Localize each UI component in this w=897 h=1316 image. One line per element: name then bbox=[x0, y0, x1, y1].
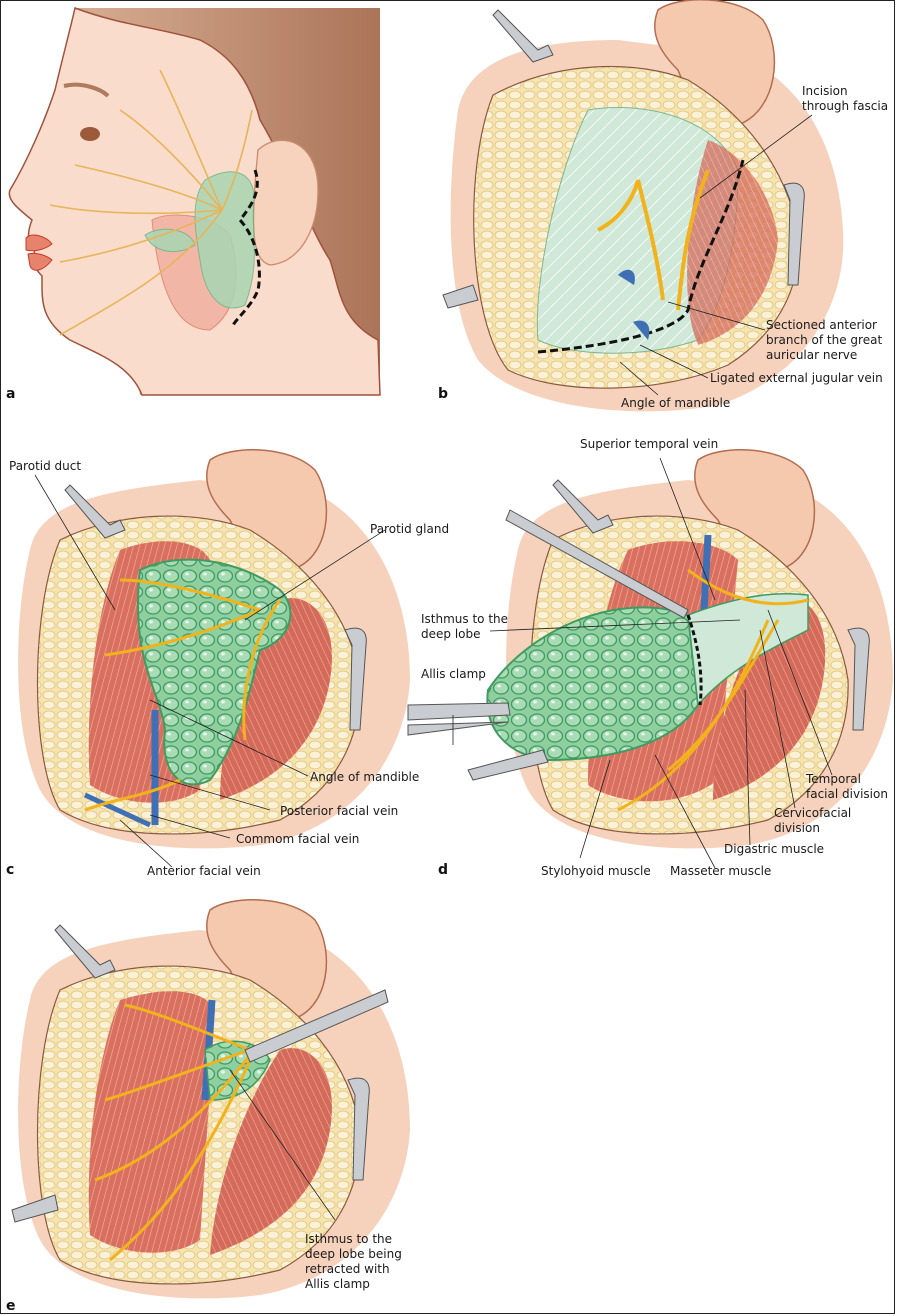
retractor-left-b bbox=[442, 284, 479, 309]
lips bbox=[25, 234, 53, 271]
muscle-b bbox=[687, 140, 778, 345]
retractor-right-e bbox=[347, 1077, 370, 1181]
label-isthmus-retracted: Isthmus to the deep lobe being retracted… bbox=[305, 1232, 402, 1291]
panel-e-illustration bbox=[11, 899, 411, 1299]
label-isthmus-to-deep-lobe: Isthmus to the deep lobe bbox=[421, 612, 509, 641]
label-sectioned-anterior-branch: Sectioned anterior branch of the great a… bbox=[766, 318, 883, 362]
retractor-right-c bbox=[344, 627, 367, 731]
label-angle-of-mandible-b: Angle of mandible bbox=[621, 396, 731, 410]
retractor-bottom-d bbox=[467, 749, 549, 781]
digastric-d bbox=[713, 598, 826, 800]
label-common-facial-vein: Commom facial vein bbox=[236, 832, 360, 846]
panel-letter-c: c bbox=[6, 862, 15, 878]
panel-letter-a: a bbox=[6, 386, 16, 402]
anterior-facial-vein-c bbox=[83, 792, 152, 828]
panel-b-illustration bbox=[442, 0, 844, 412]
face-profile bbox=[8, 6, 381, 396]
parotid-gland-a bbox=[144, 171, 255, 309]
incision-line-a bbox=[231, 169, 261, 326]
isthmus-cut-line-d bbox=[686, 614, 703, 706]
eyebrow bbox=[63, 82, 110, 98]
masseter-e bbox=[88, 991, 215, 1253]
label-parotid-gland: Parotid gland bbox=[370, 522, 450, 536]
nerve-b bbox=[597, 169, 710, 311]
allis-clamp-d bbox=[407, 702, 511, 736]
label-temporal-facial-division: Temporal facial division bbox=[806, 772, 888, 801]
retractor-left-e bbox=[11, 1194, 59, 1223]
label-posterior-facial-vein: Posterior facial vein bbox=[280, 804, 399, 818]
label-angle-of-mandible-c: Angle of mandible bbox=[310, 770, 420, 784]
label-superior-temporal-vein: Superior temporal vein bbox=[580, 437, 719, 451]
retractor-top-b bbox=[492, 9, 554, 63]
digastric-c bbox=[220, 598, 332, 800]
nerves-d bbox=[617, 568, 809, 812]
panel-letter-b: b bbox=[438, 386, 449, 402]
incision-line-b bbox=[537, 159, 745, 354]
retractor-right-d bbox=[847, 627, 870, 731]
nerves-e bbox=[94, 1003, 252, 1262]
scalpel-d bbox=[505, 509, 689, 619]
label-allis-clamp: Allis clamp bbox=[421, 667, 486, 681]
panel-d-illustration bbox=[407, 449, 893, 849]
facial-nerve-branches bbox=[49, 69, 253, 336]
label-stylohyoid-muscle: Stylohyoid muscle bbox=[541, 864, 651, 878]
leader-lines bbox=[34, 114, 833, 1221]
label-cervicofacial-division: Cervicofacial division bbox=[774, 806, 852, 835]
panel-c-illustration bbox=[18, 449, 411, 849]
label-ligated-external-jugular-vein: Ligated external jugular vein bbox=[710, 371, 883, 385]
panel-letter-d: d bbox=[438, 862, 449, 878]
parotid-gland-d bbox=[486, 606, 700, 762]
label-masseter-muscle: Masseter muscle bbox=[670, 864, 772, 878]
label-parotid-duct: Parotid duct bbox=[9, 459, 82, 473]
ear-b bbox=[654, 0, 776, 126]
eye bbox=[80, 127, 100, 141]
ligated-vein-b-1 bbox=[618, 269, 635, 285]
digastric-e bbox=[210, 1048, 332, 1255]
label-incision-through-fascia: Incision through fascia bbox=[802, 84, 889, 113]
retractor-top-e bbox=[54, 924, 116, 979]
label-digastric-muscle: Digastric muscle bbox=[724, 842, 825, 856]
ligated-vein-b-2 bbox=[633, 320, 650, 340]
label-anterior-facial-vein: Anterior facial vein bbox=[147, 864, 261, 878]
nerves-c bbox=[84, 578, 282, 812]
panel-a-illustration bbox=[8, 6, 381, 396]
panel-letter-e: e bbox=[6, 1298, 16, 1314]
retractor-top-d bbox=[552, 479, 614, 534]
retractor-top-c bbox=[64, 484, 126, 539]
allis-clamp-e bbox=[244, 989, 389, 1063]
retractor-right-b bbox=[783, 182, 805, 286]
